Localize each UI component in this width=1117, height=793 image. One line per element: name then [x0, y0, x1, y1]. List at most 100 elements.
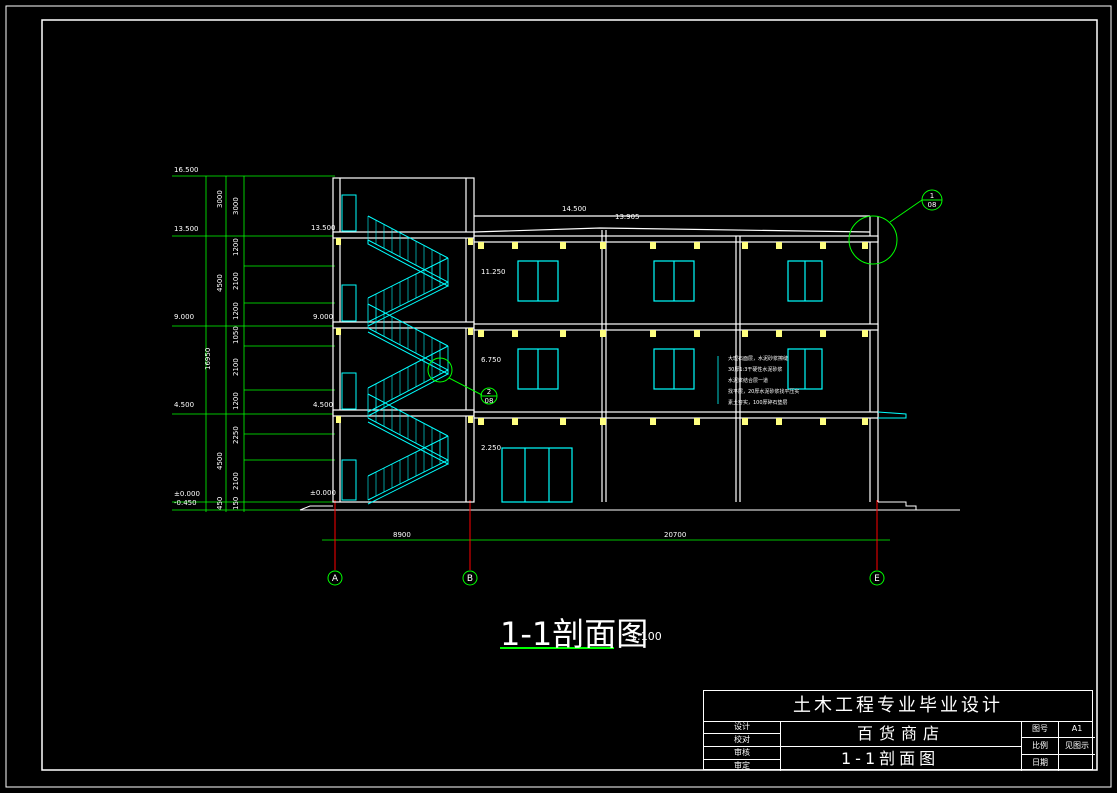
signoff-review: 审核	[704, 747, 780, 760]
drawing-frame	[41, 19, 1098, 771]
beam-block	[468, 238, 473, 245]
hdim-1: 8900	[393, 531, 411, 539]
construction-notes: 大理石面层，水泥砂浆擦缝 30厚1:3干硬性水泥砂浆 水泥浆结合层一道 找平层，…	[728, 355, 799, 406]
stair-level-4: ±0.000	[310, 489, 336, 497]
beam-block	[820, 330, 826, 337]
callout-1-num: 1	[930, 192, 934, 200]
main-building	[473, 215, 879, 502]
vdim-total: 16950	[204, 348, 212, 370]
left-level-labels: 16.500 13.500 9.000 4.500 ±0.000 -0.450	[174, 166, 200, 507]
info-value-scale: 见图示	[1065, 741, 1089, 750]
vdim-outer-4: 450	[216, 497, 224, 510]
signoff-approve: 审定	[734, 761, 750, 770]
callout-2-sheet: 08	[485, 397, 494, 405]
beam-block	[336, 238, 341, 245]
beam-block	[742, 242, 748, 249]
axis-bubble-b	[462, 570, 478, 586]
vdim-inner-7: 1200	[232, 392, 240, 410]
level-label-3: 9.000	[174, 313, 194, 321]
note-2: 30厚1:3干硬性水泥砂浆	[728, 366, 782, 373]
callout-2-num: 2	[487, 388, 491, 396]
beam-block	[820, 418, 826, 425]
title-block-names: 百货商店 1-1剖面图	[781, 721, 1021, 771]
vdim-inner-3: 2100	[232, 272, 240, 290]
beam-block	[776, 330, 782, 337]
horizontal-dim-texts: 8900 20700	[393, 531, 686, 539]
info-row-scale: 比例见图示	[1022, 738, 1095, 755]
beam-block	[478, 418, 484, 425]
axis-labels: A B E	[332, 574, 880, 584]
vdim-inner-9: 2100	[232, 472, 240, 490]
axis-bubble-e	[869, 570, 885, 586]
info-value-date	[1059, 755, 1095, 771]
info-value-number: A1	[1071, 724, 1083, 733]
drawing-scale: 1:100	[630, 630, 662, 643]
beam-block	[650, 242, 656, 249]
beam-block	[512, 418, 518, 425]
stair-windows	[341, 194, 357, 501]
note-1: 大理石面层，水泥砂浆擦缝	[728, 355, 788, 362]
sheet-name: 1-1剖面图	[841, 749, 940, 768]
roof-level-2: 13.905	[615, 213, 640, 221]
beam-block	[862, 242, 868, 249]
beam-block	[560, 418, 566, 425]
info-label-scale: 比例	[1022, 738, 1059, 754]
canopy	[877, 411, 907, 419]
right-level-3: 2.250	[481, 444, 501, 452]
vdim-inner-6: 2100	[232, 358, 240, 376]
beam-block	[512, 330, 518, 337]
level-label-4: 4.500	[174, 401, 194, 409]
roof-level-1: 14.500	[562, 205, 587, 213]
vdim-inner-2: 1200	[232, 238, 240, 256]
main-windows	[501, 260, 823, 503]
level-label-1: 16.500	[174, 166, 199, 174]
vdim-inner-1: 3000	[232, 197, 240, 215]
info-label-date: 日期	[1022, 755, 1059, 771]
sheet-border	[5, 5, 1112, 788]
axis-lines	[334, 500, 878, 570]
beam-block	[862, 330, 868, 337]
callout-1-sheet: 08	[928, 201, 937, 209]
beam-block	[694, 242, 700, 249]
vdim-outer-3: 4500	[216, 452, 224, 470]
detail-callouts	[427, 189, 943, 405]
title-block-signoff: 设计 校对 审核 审定	[704, 721, 781, 771]
note-5: 素土夯实，100厚碎石垫层	[728, 399, 788, 406]
hdim-2: 20700	[664, 531, 686, 539]
beam-block	[694, 418, 700, 425]
vdim-inner-4: 1200	[232, 302, 240, 320]
info-row-date: 日期	[1022, 755, 1095, 771]
axis-label-e: E	[874, 574, 880, 584]
level-label-5: ±0.000	[174, 490, 200, 498]
callout-texts: 1 08 2 08	[485, 192, 937, 405]
beam-block	[650, 418, 656, 425]
beam-block	[512, 242, 518, 249]
beam-block	[336, 416, 341, 423]
beam-block	[600, 242, 606, 249]
note-4: 找平层，20厚水泥砂浆找平压实	[728, 388, 799, 395]
beam-block	[560, 242, 566, 249]
beam-block	[468, 328, 473, 335]
vdim-inner-5: 1050	[232, 326, 240, 344]
beam-block	[694, 330, 700, 337]
signoff-design: 设计	[704, 721, 780, 734]
beam-block	[742, 418, 748, 425]
stair-level-labels: 13.500 9.000 4.500 ±0.000	[310, 224, 336, 497]
beam-block	[478, 242, 484, 249]
beam-block	[776, 418, 782, 425]
title-block-header: 土木工程专业毕业设计	[704, 691, 1092, 722]
vdim-outer-2: 4500	[216, 274, 224, 292]
right-level-2: 6.750	[481, 356, 501, 364]
beam-block	[600, 330, 606, 337]
beam-block	[600, 418, 606, 425]
signoff-check: 校对	[704, 734, 780, 747]
axis-label-b: B	[467, 574, 473, 584]
stair-level-2: 9.000	[313, 313, 333, 321]
beam-block	[862, 418, 868, 425]
entrance-steps	[299, 501, 917, 511]
drawing-title: 1-1剖面图	[500, 615, 648, 653]
